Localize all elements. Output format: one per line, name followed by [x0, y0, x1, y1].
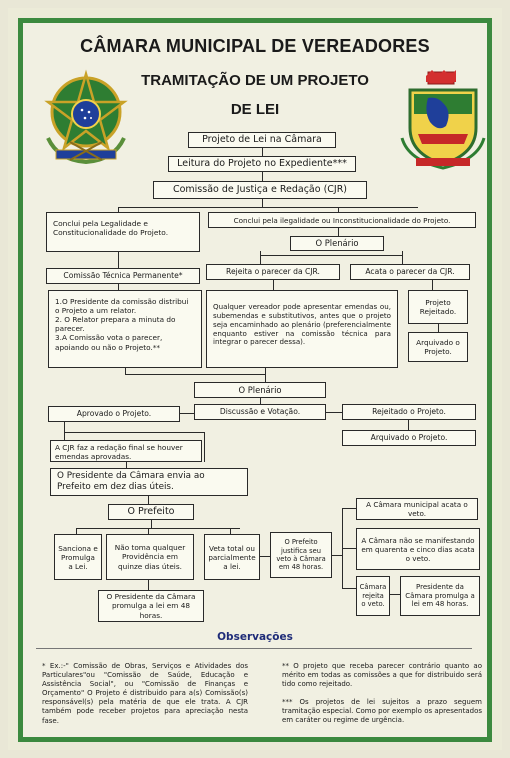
obs-right-1: ** O projeto que receba parecer contrári… — [282, 662, 482, 689]
box-arquivado-2: Arquivado o Projeto. — [342, 430, 476, 446]
obs-divider — [36, 648, 472, 649]
box-plenario-1: O Plenário — [290, 236, 384, 251]
subtitle-line-2: DE LEI — [230, 101, 280, 118]
poster: CÂMARA MUNICIPAL DE VEREADORES TRAMITAÇÃ… — [8, 8, 502, 750]
box-prefeito: O Prefeito — [108, 504, 194, 520]
box-rejeita-parecer: Rejeita o parecer da CJR. — [206, 264, 340, 280]
box-acata-parecer: Acata o parecer da CJR. — [350, 264, 470, 280]
box-rejeitado: Rejeitado o Projeto. — [342, 404, 476, 420]
obs-right-2: *** Os projetos de lei sujeitos a prazo … — [282, 698, 482, 725]
box-conclui-ilegal: Conclui pela ilegalidade ou Inconstituci… — [208, 212, 476, 228]
box-conclui-legal: Conclui pela Legalidade e Constitucional… — [46, 212, 200, 252]
box-emendas: Qualquer vereador pode apresentar emenda… — [206, 290, 398, 368]
obs-title: Observações — [217, 631, 293, 643]
box-promulga-presidente-2: Presidente da Câmara promulga a lei em 4… — [400, 576, 480, 616]
box-justifica: O Prefeito justifica seu veto à Câmara e… — [270, 532, 332, 578]
subtitle-line-1: TRAMITAÇÃO DE UM PROJETO — [141, 72, 369, 89]
box-comissao-tecnica: Comissão Técnica Permanente* — [46, 268, 200, 284]
box-nao-toma: Não toma qualquer Providência em quinze … — [106, 534, 194, 580]
box-projeto: Projeto de Lei na Câmara — [188, 132, 336, 148]
brazil-coat-of-arms-icon — [44, 69, 128, 165]
box-arquivado-1: Arquivado o Projeto. — [408, 332, 468, 362]
box-promulga-presidente-1: O Presidente da Câmara promulga a lei em… — [98, 590, 204, 622]
municipal-coat-of-arms-icon — [400, 70, 486, 170]
box-discussao: Discussão e Votação. — [194, 404, 326, 420]
box-cjr: Comissão de Justiça e Redação (CJR) — [153, 181, 367, 199]
box-acata-veto: A Câmara municipal acata o veto. — [356, 498, 478, 520]
box-plenario-2: O Plenário — [194, 382, 326, 398]
box-rejeita-veto: Câmara rejeita o veto. — [356, 576, 390, 616]
box-nao-manifesta: A Câmara não se manifestando em quarenta… — [356, 528, 480, 570]
box-leitura: Leitura do Projeto no Expediente*** — [168, 156, 356, 172]
box-veta: Veta total ou parcialmente a lei. — [204, 534, 260, 580]
box-redacao-final: A CJR faz a redação final se houver emen… — [50, 440, 202, 462]
box-projeto-rejeitado: Projeto Rejeitado. — [408, 290, 468, 324]
page-title: CÂMARA MUNICIPAL DE VEREADORES — [80, 36, 430, 56]
box-aprovado: Aprovado o Projeto. — [48, 406, 180, 422]
box-envia-prefeito: O Presidente da Câmara envia ao Prefeito… — [50, 468, 248, 496]
box-steps: 1.O Presidente da comissão distribui o P… — [48, 290, 202, 368]
obs-left: * Ex.:-" Comissão de Obras, Serviços e A… — [42, 662, 248, 725]
box-sanciona: Sanciona e Promulga a Lei. — [54, 534, 102, 580]
